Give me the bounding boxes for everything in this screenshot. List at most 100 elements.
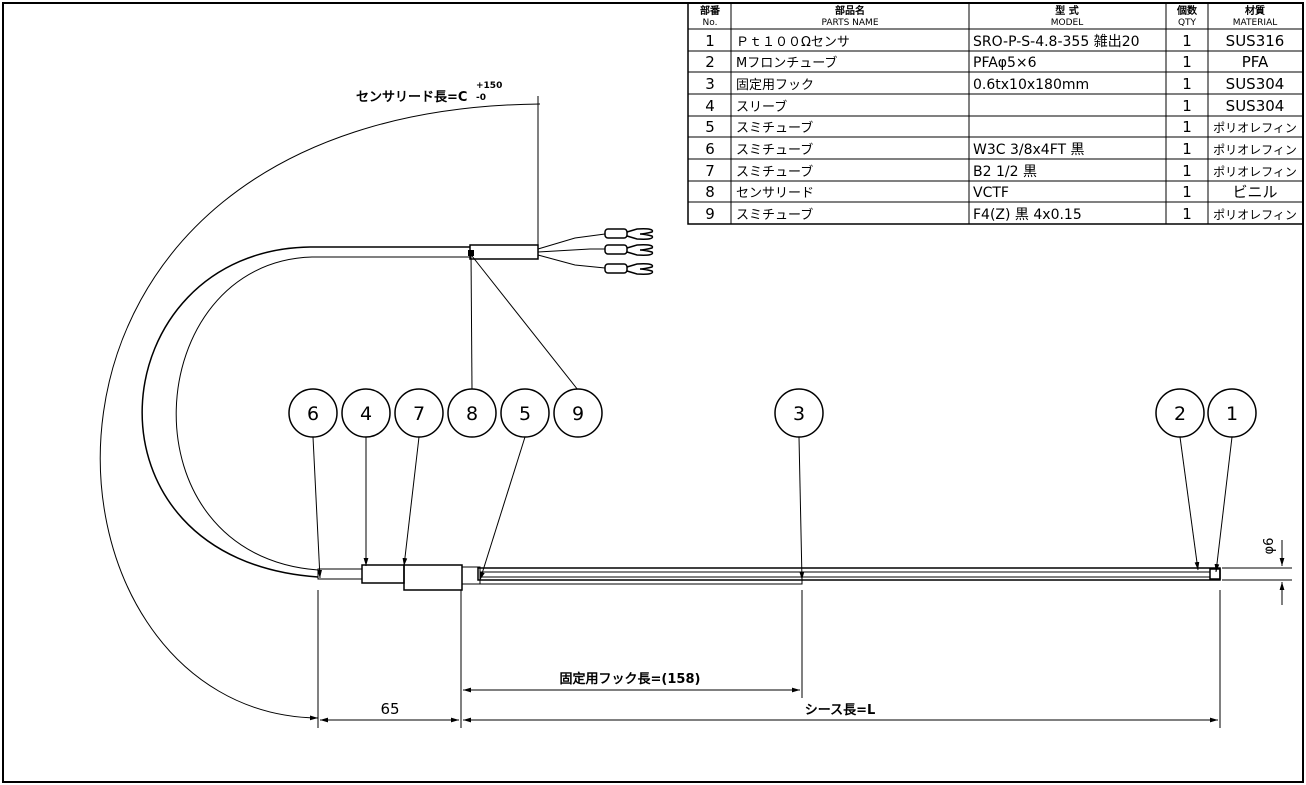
balloon-label: 9 [572, 403, 584, 425]
balloon-label: 2 [1174, 403, 1186, 425]
table-cell-material: ポリオレフィン [1213, 208, 1297, 222]
balloon-label: 4 [360, 403, 372, 425]
balloon-circle [774, 388, 824, 438]
balloon-6: 6 [288, 388, 338, 438]
table-cell-material: ポリオレフィン [1213, 143, 1297, 157]
table-rows: 1 Ｐｔ１００Ωセンサ SRO-P-S-4.8-355 雑出20 1 SUS316 2 Mフ… [705, 32, 1297, 223]
balloon-circle [341, 388, 391, 438]
table-cell-material: ポリオレフィン [1213, 121, 1297, 135]
table-cell-no: 3 [705, 75, 715, 93]
table-cell-no: 9 [705, 205, 715, 223]
lead-tol-plus: +150 [476, 81, 502, 91]
balloon-circle [447, 388, 497, 438]
header-no-jp: 部番 [700, 4, 721, 17]
table-cell-no: 6 [705, 140, 715, 158]
table-cell-material: SUS316 [1226, 32, 1285, 50]
balloon-5: 5 [500, 388, 550, 438]
table-cell-no: 8 [705, 183, 715, 201]
table-cell-material: SUS304 [1226, 97, 1285, 115]
terminal-middle [604, 244, 654, 256]
table-cell-model: B2 1/2 黒 [973, 164, 1037, 180]
balloon-1: 1 [1207, 388, 1257, 438]
balloon-label: 8 [466, 403, 478, 425]
table-cell-qty: 1 [1182, 118, 1192, 136]
balloon-circle [394, 388, 444, 438]
header-model-en: MODEL [1051, 18, 1083, 28]
parts-table: 部番 No. 部品名 PARTS NAME 型 式 MODEL 個数 QTY 材… [687, 2, 1304, 225]
heat-shrink-6 [317, 568, 363, 580]
table-cell-name: Ｐｔ１００Ωセンサ [736, 35, 850, 50]
header-material-en: MATERIAL [1233, 18, 1278, 28]
header-name-jp: 部品名 [835, 4, 865, 17]
dim-65-label: 65 [380, 700, 399, 718]
table-cell-qty: 1 [1182, 97, 1192, 115]
header-material-jp: 材質 [1245, 4, 1265, 17]
table-cell-no: 2 [705, 53, 715, 71]
balloon-3: 3 [774, 388, 824, 438]
header-qty-en: QTY [1178, 18, 1197, 28]
table-cell-model: VCTF [973, 185, 1009, 201]
table-cell-model: W3C 3/8x4FT 黒 [973, 142, 1085, 158]
hook-length-label: 固定用フック長=(158) [560, 671, 701, 687]
table-cell-name: Mフロンチューブ [736, 55, 837, 71]
table-cell-material: ビニル [1232, 183, 1277, 201]
header-name-en: PARTS NAME [821, 18, 878, 28]
table-cell-name: スミチューブ [736, 142, 813, 158]
sleeve-4 [361, 564, 405, 584]
table-cell-model: 0.6tx10x180mm [973, 77, 1089, 93]
diameter-label: φ6 [1262, 538, 1277, 555]
table-cell-no: 7 [705, 162, 715, 180]
sheath-tube [477, 567, 1221, 581]
table-cell-model: F4(Z) 黒 4x0.15 [973, 207, 1082, 223]
sensor-body [317, 564, 1221, 591]
table-cell-no: 4 [705, 97, 715, 115]
table-cell-material: ポリオレフィン [1213, 165, 1297, 179]
table-cell-qty: 1 [1182, 75, 1192, 93]
terminals [604, 228, 654, 275]
table-cell-name: スミチューブ [736, 120, 813, 136]
balloon-label: 6 [307, 403, 319, 425]
header-qty-jp: 個数 [1176, 4, 1198, 17]
balloon-circle [500, 388, 550, 438]
table-cell-qty: 1 [1182, 53, 1192, 71]
sheath-length-label: シース長=L [805, 703, 876, 718]
balloon-7: 7 [394, 388, 444, 438]
table-cell-name: センサリード [736, 186, 814, 201]
balloon-2: 2 [1155, 388, 1205, 438]
balloon-circle [1207, 388, 1257, 438]
balloon-label: 3 [793, 403, 805, 425]
balloon-4: 4 [341, 388, 391, 438]
table-cell-material: PFA [1242, 53, 1269, 71]
table-cell-name: スリーブ [736, 99, 787, 115]
balloon-circle [1155, 388, 1205, 438]
table-cell-material: SUS304 [1226, 75, 1285, 93]
sensor-tip [1209, 568, 1221, 580]
header-no-en: No. [703, 18, 718, 28]
balloon-8: 8 [447, 388, 497, 438]
table-cell-name: 固定用フック [736, 78, 814, 93]
table-cell-model: SRO-P-S-4.8-355 雑出20 [973, 34, 1140, 50]
terminal-bottom [604, 263, 654, 275]
balloon-circle [553, 388, 603, 438]
table-cell-qty: 1 [1182, 205, 1192, 223]
balloon-9: 9 [553, 388, 603, 438]
table-cell-name: スミチューブ [736, 207, 813, 223]
table-cell-model: PFAφ5×6 [973, 55, 1037, 71]
leader-lines [312, 250, 1233, 581]
dimensions: センサリード長=C +150 -0 65 固定用フック長=(158) シース長=… [99, 81, 1292, 728]
lead-length-label: センサリード長=C [356, 90, 467, 105]
lead-tol-minus: -0 [476, 93, 486, 103]
lead-length-dimension-arc [99, 103, 541, 721]
table-cell-qty: 1 [1182, 162, 1192, 180]
table-cell-qty: 1 [1182, 183, 1192, 201]
heat-shrink-7 [403, 564, 463, 591]
heat-shrink-9 [469, 244, 539, 260]
table-cell-no: 1 [705, 32, 715, 50]
balloon-label: 5 [519, 403, 531, 425]
fixing-hook-3 [479, 579, 803, 585]
balloon-circle [288, 388, 338, 438]
table-cell-qty: 1 [1182, 140, 1192, 158]
balloon-label: 7 [413, 403, 425, 425]
